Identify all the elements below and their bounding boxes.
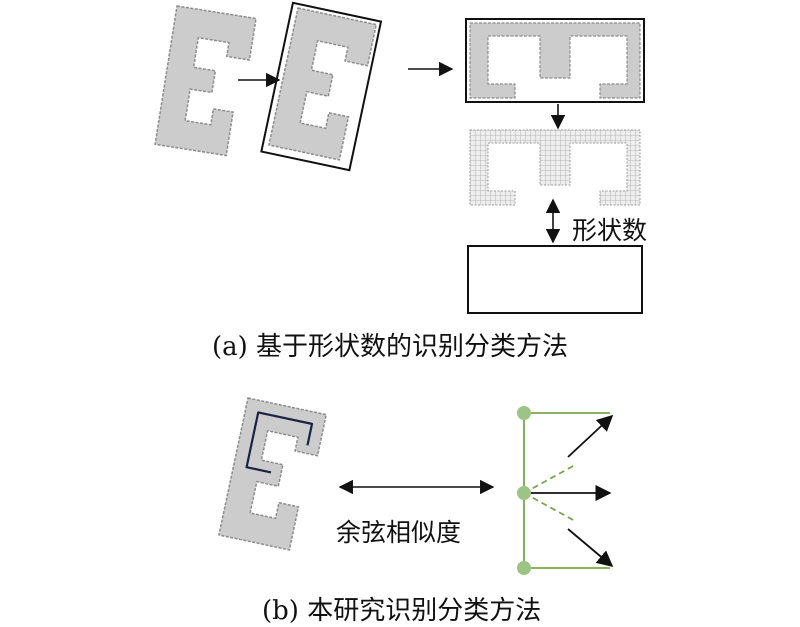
shape-number-label: 形状数 (572, 216, 648, 245)
grid-shape (469, 129, 641, 206)
rotated-shape-fill (469, 22, 641, 99)
rotated-shape-box (465, 18, 645, 103)
vector-node-bottom (517, 561, 531, 575)
skeleton-line (245, 411, 314, 474)
shape-vectors (517, 406, 614, 575)
vector-arrow-down (567, 528, 614, 568)
caption-b: (b) 本研究识别分类方法 (262, 596, 542, 626)
vector-node-mid (517, 486, 531, 500)
building-e-skeleton (218, 397, 328, 553)
caption-a: (a) 基于形状数的识别分类方法 (212, 332, 569, 362)
template-rectangle (467, 245, 643, 314)
cosine-similarity-label: 余弦相似度 (336, 518, 462, 547)
min-bounding-rectangle (260, 1, 383, 172)
vector-node-top (517, 406, 531, 420)
building-e-bounded (260, 1, 383, 172)
vector-arrow-up (567, 414, 614, 458)
building-e-original (154, 5, 257, 158)
